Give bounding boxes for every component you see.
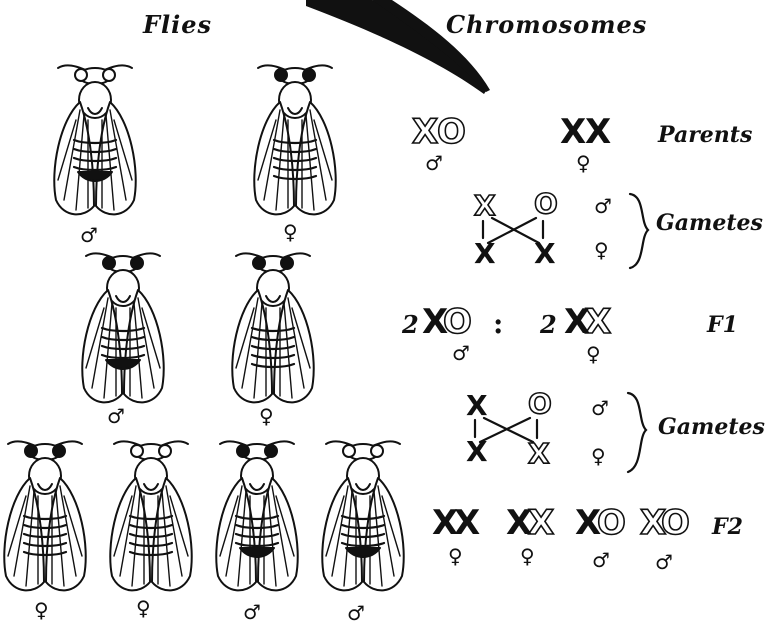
f2-g1-a: X [432, 503, 459, 543]
f1-female-x1: X [564, 302, 591, 342]
male-symbol: ♂ [425, 151, 443, 175]
fly-eye-left [74, 68, 88, 82]
female-symbol: ♀ [591, 444, 606, 468]
fly-abdomen-tip [239, 547, 275, 558]
fly-row3-female-2 [109, 440, 193, 592]
fly-row3-male-1 [215, 440, 299, 592]
f2-g2-a: X [506, 503, 533, 543]
f2-g4-a: X [639, 503, 667, 543]
fly-drawing [321, 440, 405, 592]
gametes2-brace [626, 391, 648, 474]
female-symbol: ♀ [283, 220, 298, 244]
gamete1-cross-a [490, 216, 541, 245]
fly-eye-right [158, 444, 172, 458]
male-symbol: ♂ [107, 404, 125, 428]
f1-male-x: X [422, 302, 449, 342]
parent-female-x2: X [585, 112, 612, 152]
female-symbol: ♀ [259, 404, 274, 428]
f1-female-coefficient: 2 [540, 310, 557, 339]
female-symbol: ♀ [34, 598, 49, 622]
fly-abdomen-tip [345, 547, 381, 558]
f1-label: F1 [707, 312, 738, 338]
male-symbol: ♂ [655, 550, 673, 574]
gamete2-top-left: X [466, 389, 488, 422]
fly-abdomen-tip [105, 359, 141, 370]
fly-row3-male-2 [321, 440, 405, 592]
gamete1-bottom-right: X [534, 237, 556, 270]
male-symbol: ♂ [592, 548, 610, 572]
ratio-colon: : [493, 307, 504, 340]
gamete1-bottom-left: X [474, 237, 496, 270]
fly-drawing [231, 252, 315, 404]
gametes1-brace [628, 192, 650, 270]
fly-eye-right [130, 256, 144, 270]
fly-eye-right [102, 68, 116, 82]
f2-g1-b: X [454, 503, 481, 543]
gamete2-cross-a [482, 416, 535, 444]
gamete2-top-right: O [527, 387, 552, 420]
gamete2-bottom-left: X [466, 435, 488, 468]
fly-row2-female [231, 252, 315, 404]
female-symbol: ♀ [520, 544, 535, 568]
f2-g3-b: O [596, 503, 627, 543]
f2-label: F2 [712, 514, 743, 540]
fly-eye-left [130, 444, 144, 458]
fly-eye-right [52, 444, 66, 458]
gamete2-cross-b [478, 416, 532, 444]
female-symbol: ♀ [586, 342, 601, 366]
f1-male-o: O [442, 302, 473, 342]
parent-female-x1: X [560, 112, 587, 152]
fly-eye-right [280, 256, 294, 270]
fly-eye-left [236, 444, 250, 458]
fly-row2-male [81, 252, 165, 404]
gamete1-cross-b [486, 216, 538, 245]
female-symbol: ♀ [576, 151, 591, 175]
male-symbol: ♂ [591, 396, 609, 420]
parent-male-o: O [436, 112, 467, 152]
male-symbol: ♂ [594, 194, 612, 218]
fly-drawing [53, 64, 137, 216]
gamete1-top-left: X [473, 189, 496, 222]
female-symbol: ♀ [448, 544, 463, 568]
male-symbol: ♂ [243, 600, 261, 624]
f1-male-coefficient: 2 [402, 310, 419, 339]
fly-drawing [109, 440, 193, 592]
fly-drawing [253, 64, 337, 216]
gametes-label: Gametes [658, 414, 765, 440]
gamete2-bottom-right: X [527, 437, 550, 470]
f1-female-x2: X [584, 302, 612, 342]
fly-drawing [81, 252, 165, 404]
parent-male-x: X [411, 112, 439, 152]
flies-heading: Flies [143, 10, 213, 39]
male-symbol: ♂ [80, 223, 98, 247]
fly-eye-left [24, 444, 38, 458]
f2-g2-b: X [527, 503, 555, 543]
f2-g4-b: O [660, 503, 691, 543]
parents-label: Parents [658, 122, 753, 148]
fly-eye-left [252, 256, 266, 270]
fly-abdomen-tip [77, 171, 113, 182]
fly-row3-female-1 [3, 440, 87, 592]
fly-drawing [3, 440, 87, 592]
fly-eye-left [274, 68, 288, 82]
chromosomes-heading: Chromosomes [446, 10, 648, 39]
fly-drawing [215, 440, 299, 592]
gamete1-top-right: O [533, 187, 558, 220]
male-symbol: ♂ [452, 341, 470, 365]
fly-eye-left [102, 256, 116, 270]
fly-eye-right [302, 68, 316, 82]
fly-eye-right [264, 444, 278, 458]
fly-row1-male [53, 64, 137, 216]
fly-eye-left [342, 444, 356, 458]
fly-row1-female [253, 64, 337, 216]
gametes-label: Gametes [656, 210, 763, 236]
female-symbol: ♀ [136, 596, 151, 620]
female-symbol: ♀ [594, 238, 609, 262]
f2-g3-a: X [575, 503, 602, 543]
fly-eye-right [370, 444, 384, 458]
male-symbol: ♂ [347, 601, 365, 625]
